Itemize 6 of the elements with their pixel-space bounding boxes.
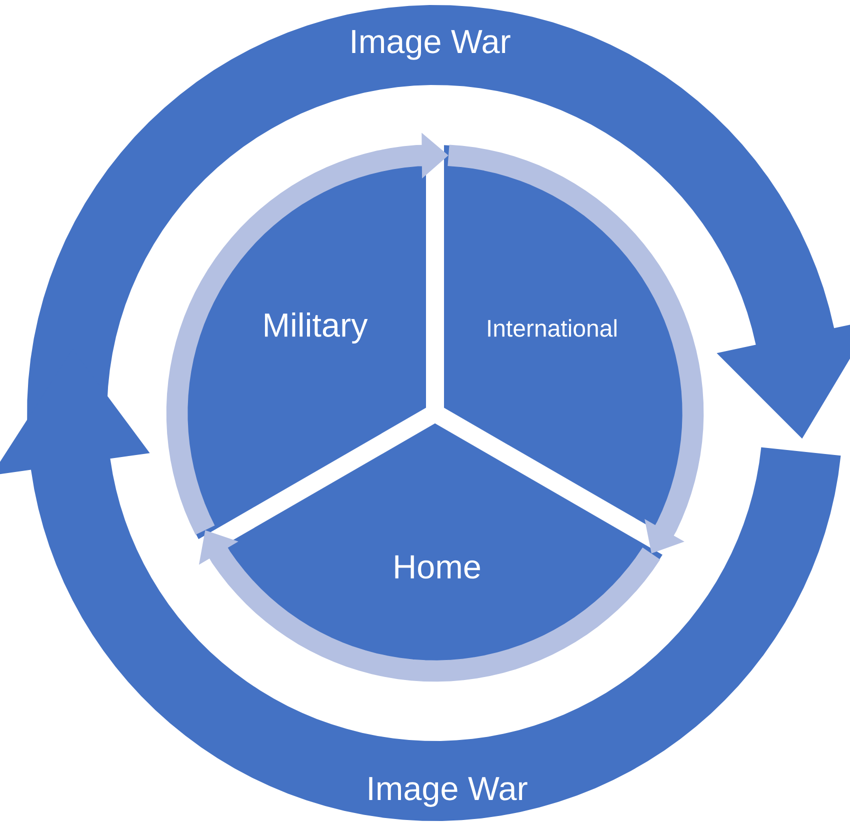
- node-label: International: [488, 319, 616, 337]
- node-label: Military: [264, 312, 368, 344]
- arrow-label: Image War: [352, 30, 510, 60]
- arrow-label: Image War: [369, 777, 528, 807]
- node-label: Home: [395, 555, 480, 579]
- pie-segment: Home: [208, 423, 662, 681]
